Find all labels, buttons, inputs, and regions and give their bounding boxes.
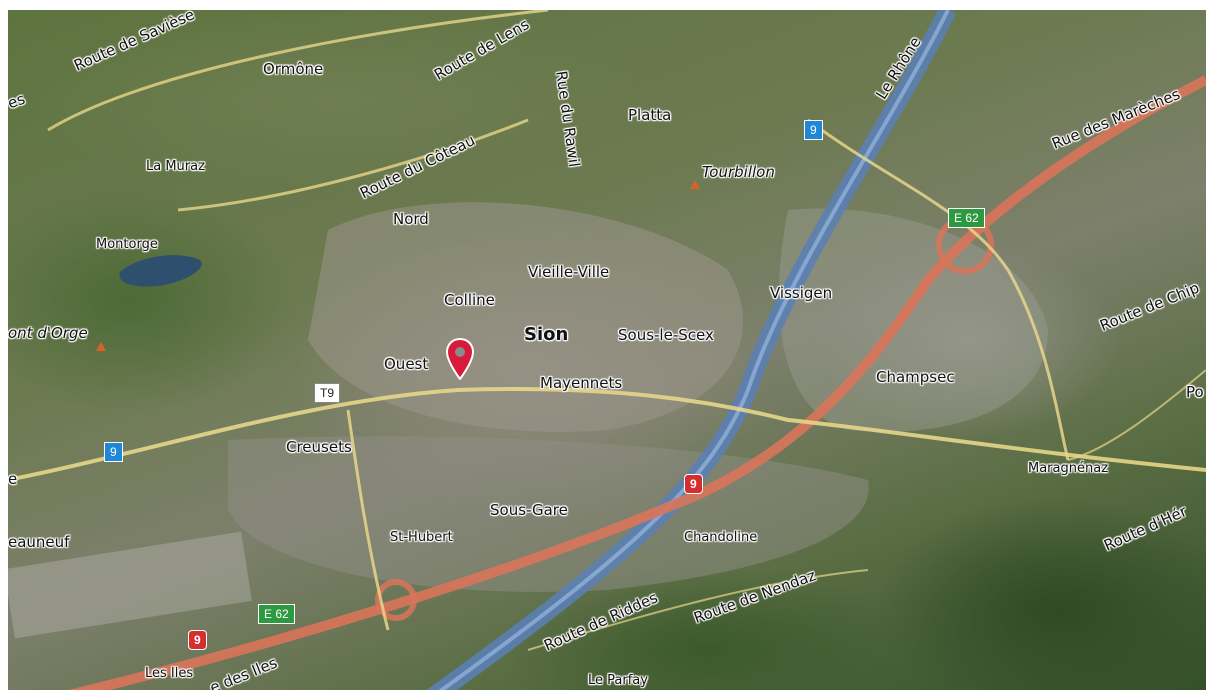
peak-triangle-icon	[96, 342, 106, 351]
place-chandoline: Chandoline	[684, 530, 758, 545]
place-le-parfay: Le Parfay	[588, 673, 648, 688]
highway-shield-a9: 9	[188, 630, 207, 650]
highway-shield-a9: 9	[684, 474, 703, 494]
place-montorge: Montorge	[96, 237, 158, 252]
place-champsec: Champsec	[876, 368, 955, 386]
highway-shield-a9: 9	[804, 120, 823, 140]
place-vieille-ville: Vieille-Ville	[528, 263, 610, 281]
place-colline: Colline	[444, 291, 495, 309]
place-po: Po	[1186, 383, 1204, 401]
place-maragnenaz: Maragnénaz	[1028, 461, 1109, 476]
place-creusets: Creusets	[286, 438, 352, 456]
place-platta: Platta	[628, 106, 672, 124]
lake-montorge	[119, 255, 202, 287]
place-tourbillon: Tourbillon	[702, 163, 775, 181]
place-nord: Nord	[393, 210, 429, 228]
highway-shield-e62: E 62	[948, 208, 985, 228]
place-ormone: Ormône	[263, 60, 324, 78]
highway-a9	[68, 75, 1206, 690]
highway-shield-e62: E 62	[258, 604, 295, 624]
place-mayennets: Mayennets	[540, 374, 623, 392]
place-sous-le-scex: Sous-le-Scex	[618, 326, 714, 344]
place-sion: Sion	[524, 324, 569, 345]
location-pin-icon[interactable]	[446, 338, 474, 380]
road-t9	[8, 387, 1206, 482]
satellite-map[interactable]: Ormône La Muraz Montorge ont d'Orge Plat…	[8, 10, 1206, 690]
place-mont-dorge: ont d'Orge	[8, 324, 88, 342]
place-les-iles: Les Iles	[145, 666, 194, 681]
map-geometry	[8, 10, 1206, 690]
highway-shield-a9: 9	[104, 442, 123, 462]
place-edge-e: e	[8, 470, 18, 488]
place-la-muraz: La Muraz	[146, 159, 205, 174]
place-sous-gare: Sous-Gare	[490, 501, 568, 519]
place-chateauneuf: eauneuf	[8, 533, 70, 551]
road-shield-t9: T9	[314, 383, 341, 403]
peak-triangle-icon	[690, 180, 700, 189]
place-st-hubert: St-Hubert	[390, 530, 453, 545]
place-ouest: Ouest	[384, 355, 429, 373]
place-vissigen: Vissigen	[770, 284, 833, 302]
